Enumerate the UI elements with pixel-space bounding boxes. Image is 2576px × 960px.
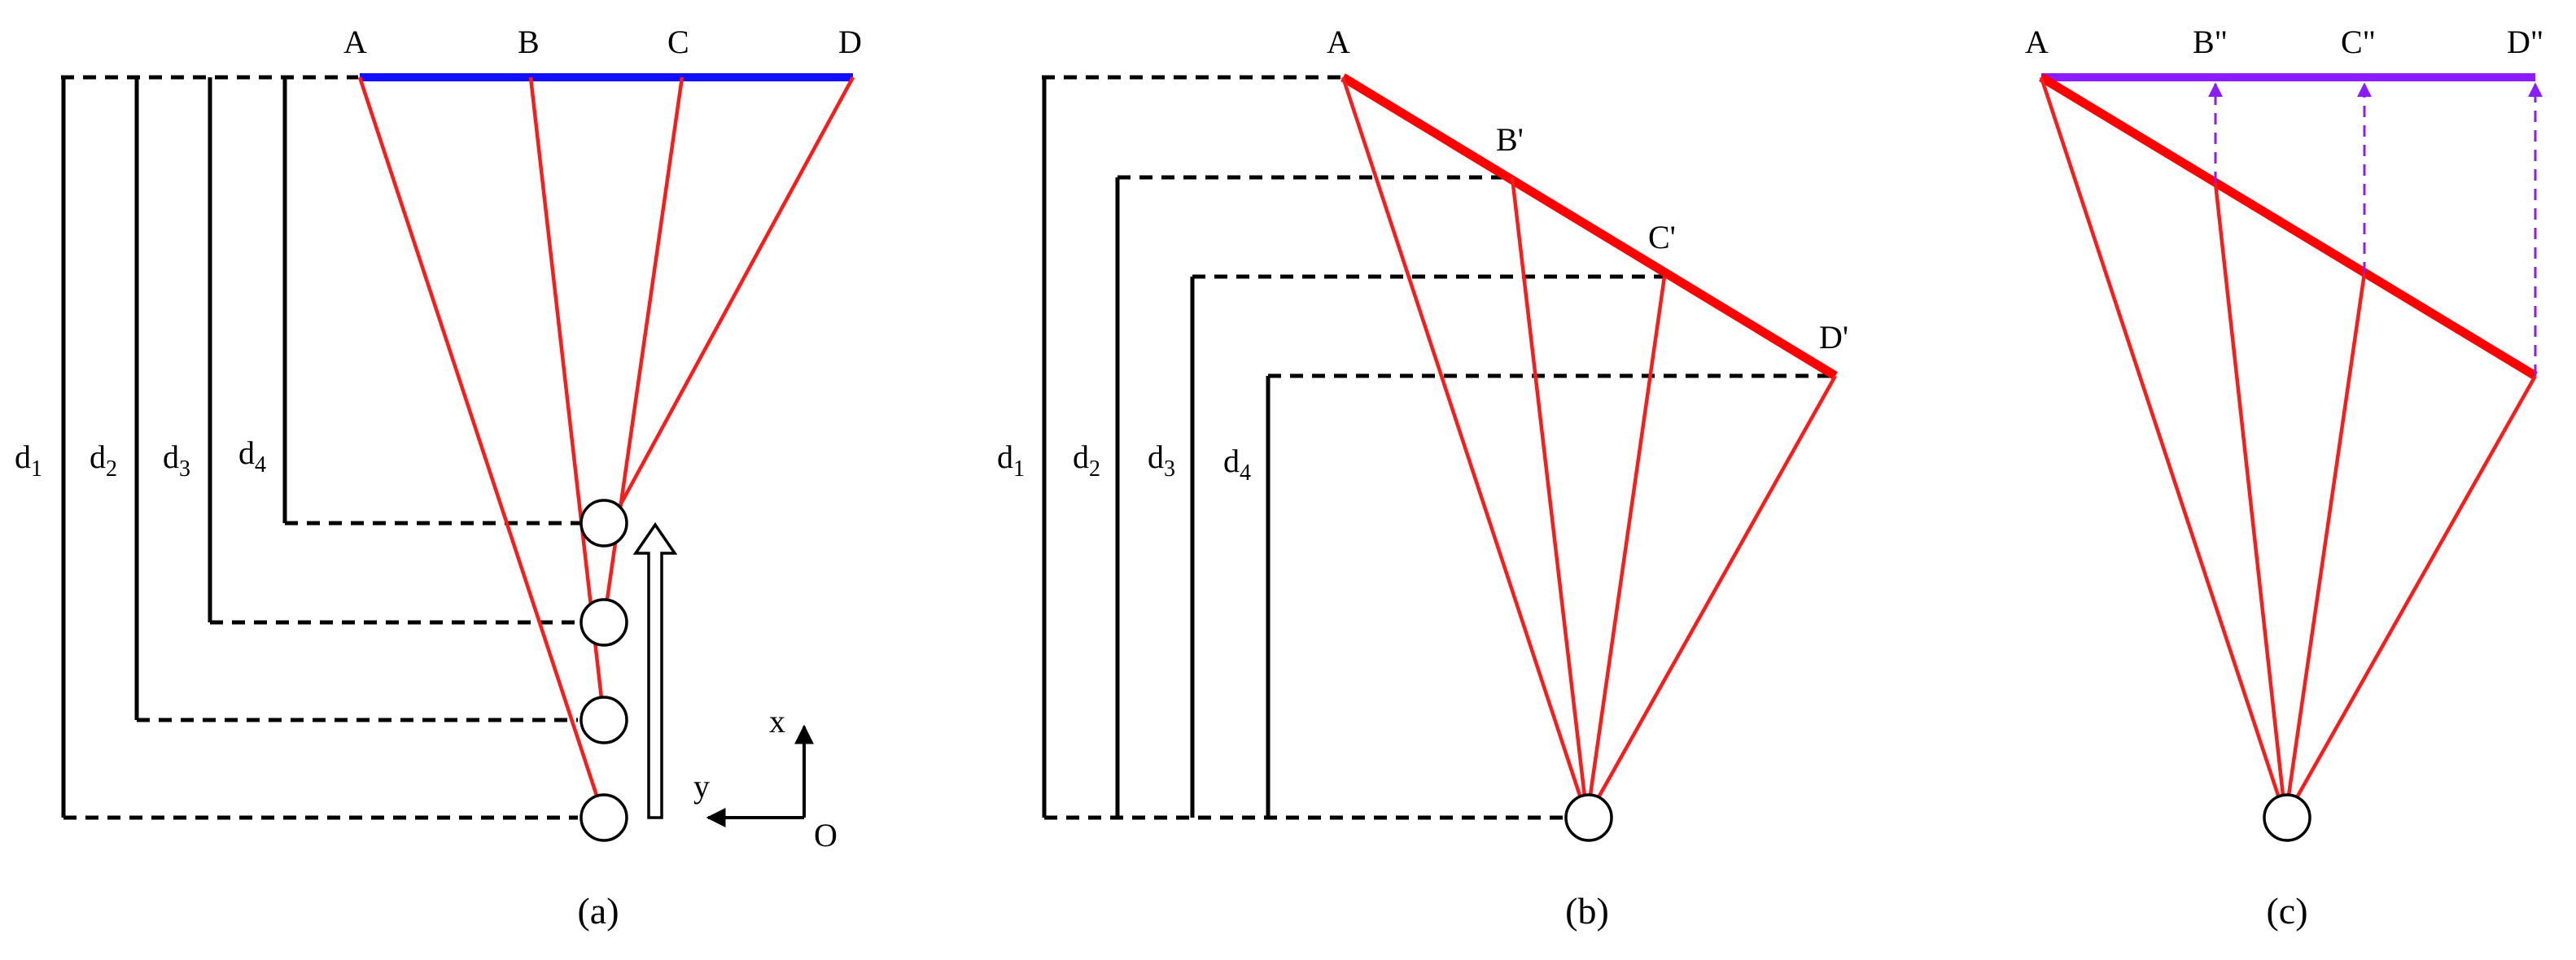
distance-labels-b: d1 d2 d3 d4: [997, 439, 1251, 486]
ray-a-A: [357, 76, 606, 818]
point-label-a-A: A: [343, 24, 367, 60]
point-label-c-C: C": [2341, 24, 2376, 60]
sensor-position-c: [2263, 793, 2311, 842]
ray-a-D: [609, 76, 855, 525]
rays-b: [1340, 76, 1837, 819]
distance-label-b-d3: d3: [1148, 439, 1175, 482]
point-label-b-B: B': [1496, 121, 1524, 158]
panel-a: x y O A B C D d1 d2 d3 d4 (a): [15, 24, 862, 932]
point-label-c-A: A: [2025, 24, 2049, 60]
point-label-c-B: B": [2193, 24, 2228, 60]
ray-b-A: [1340, 76, 1590, 818]
distance-brackets-a: [61, 75, 586, 820]
ray-c-B: [2213, 182, 2288, 818]
ray-c-C: [2283, 273, 2367, 818]
distance-label-a-d3: d3: [163, 439, 190, 482]
sensor-position-2-a: [579, 696, 628, 744]
ray-c-A: [2039, 76, 2288, 818]
x-axis-label: x: [769, 703, 785, 740]
coordinate-axes: x y O: [693, 703, 838, 853]
point-label-c-D: D": [2507, 24, 2543, 60]
sensor-position-3-a: [579, 598, 628, 647]
distance-labels-a: d1 d2 d3 d4: [15, 434, 266, 482]
origin-label: O: [814, 817, 838, 853]
tilted-surface-line-b: [1340, 73, 1838, 380]
movement-arrow-icon: [632, 521, 678, 819]
point-labels-a: A B C D: [343, 24, 862, 60]
point-label-a-C: C: [667, 24, 689, 60]
point-label-a-B: B: [518, 24, 540, 60]
ray-b-B: [1510, 177, 1590, 818]
point-labels-c: A B" C" D": [2025, 24, 2543, 60]
ray-b-C: [1585, 276, 1667, 818]
point-label-b-D: D': [1819, 319, 1848, 356]
distance-label-b-d4: d4: [1223, 443, 1251, 486]
panel-c: A B" C" D" (c): [2025, 24, 2543, 932]
caption-a: (a): [577, 890, 619, 932]
ray-c-D: [2284, 374, 2537, 819]
panel-b: A B' C' D' d1 d2 d3 d4 (b): [997, 24, 1848, 932]
sensor-position-b: [1564, 793, 1613, 842]
caption-c: (c): [2266, 890, 2307, 932]
caption-b: (b): [1565, 890, 1609, 932]
distance-label-a-d4: d4: [238, 434, 266, 478]
point-label-b-A: A: [1327, 24, 1350, 60]
sensor-positions-a: [579, 499, 628, 842]
tilted-surface-line-c: [2039, 73, 2538, 380]
point-labels-b: A B' C' D': [1327, 24, 1848, 356]
ray-b-D: [1585, 374, 1837, 819]
sensor-position-4-a: [579, 499, 628, 548]
projection-arrows-c: [2208, 82, 2543, 376]
y-axis-label: y: [693, 768, 710, 805]
distance-label-b-d2: d2: [1073, 439, 1100, 482]
point-label-b-C: C': [1648, 219, 1676, 255]
sensor-position-1-a: [579, 793, 628, 842]
distance-label-b-d1: d1: [997, 439, 1025, 482]
distance-label-a-d1: d1: [15, 439, 42, 482]
point-label-a-D: D: [838, 24, 862, 60]
rays-c: [2039, 76, 2537, 819]
distance-brackets-b: [1042, 75, 1835, 820]
distance-label-a-d2: d2: [90, 439, 117, 482]
